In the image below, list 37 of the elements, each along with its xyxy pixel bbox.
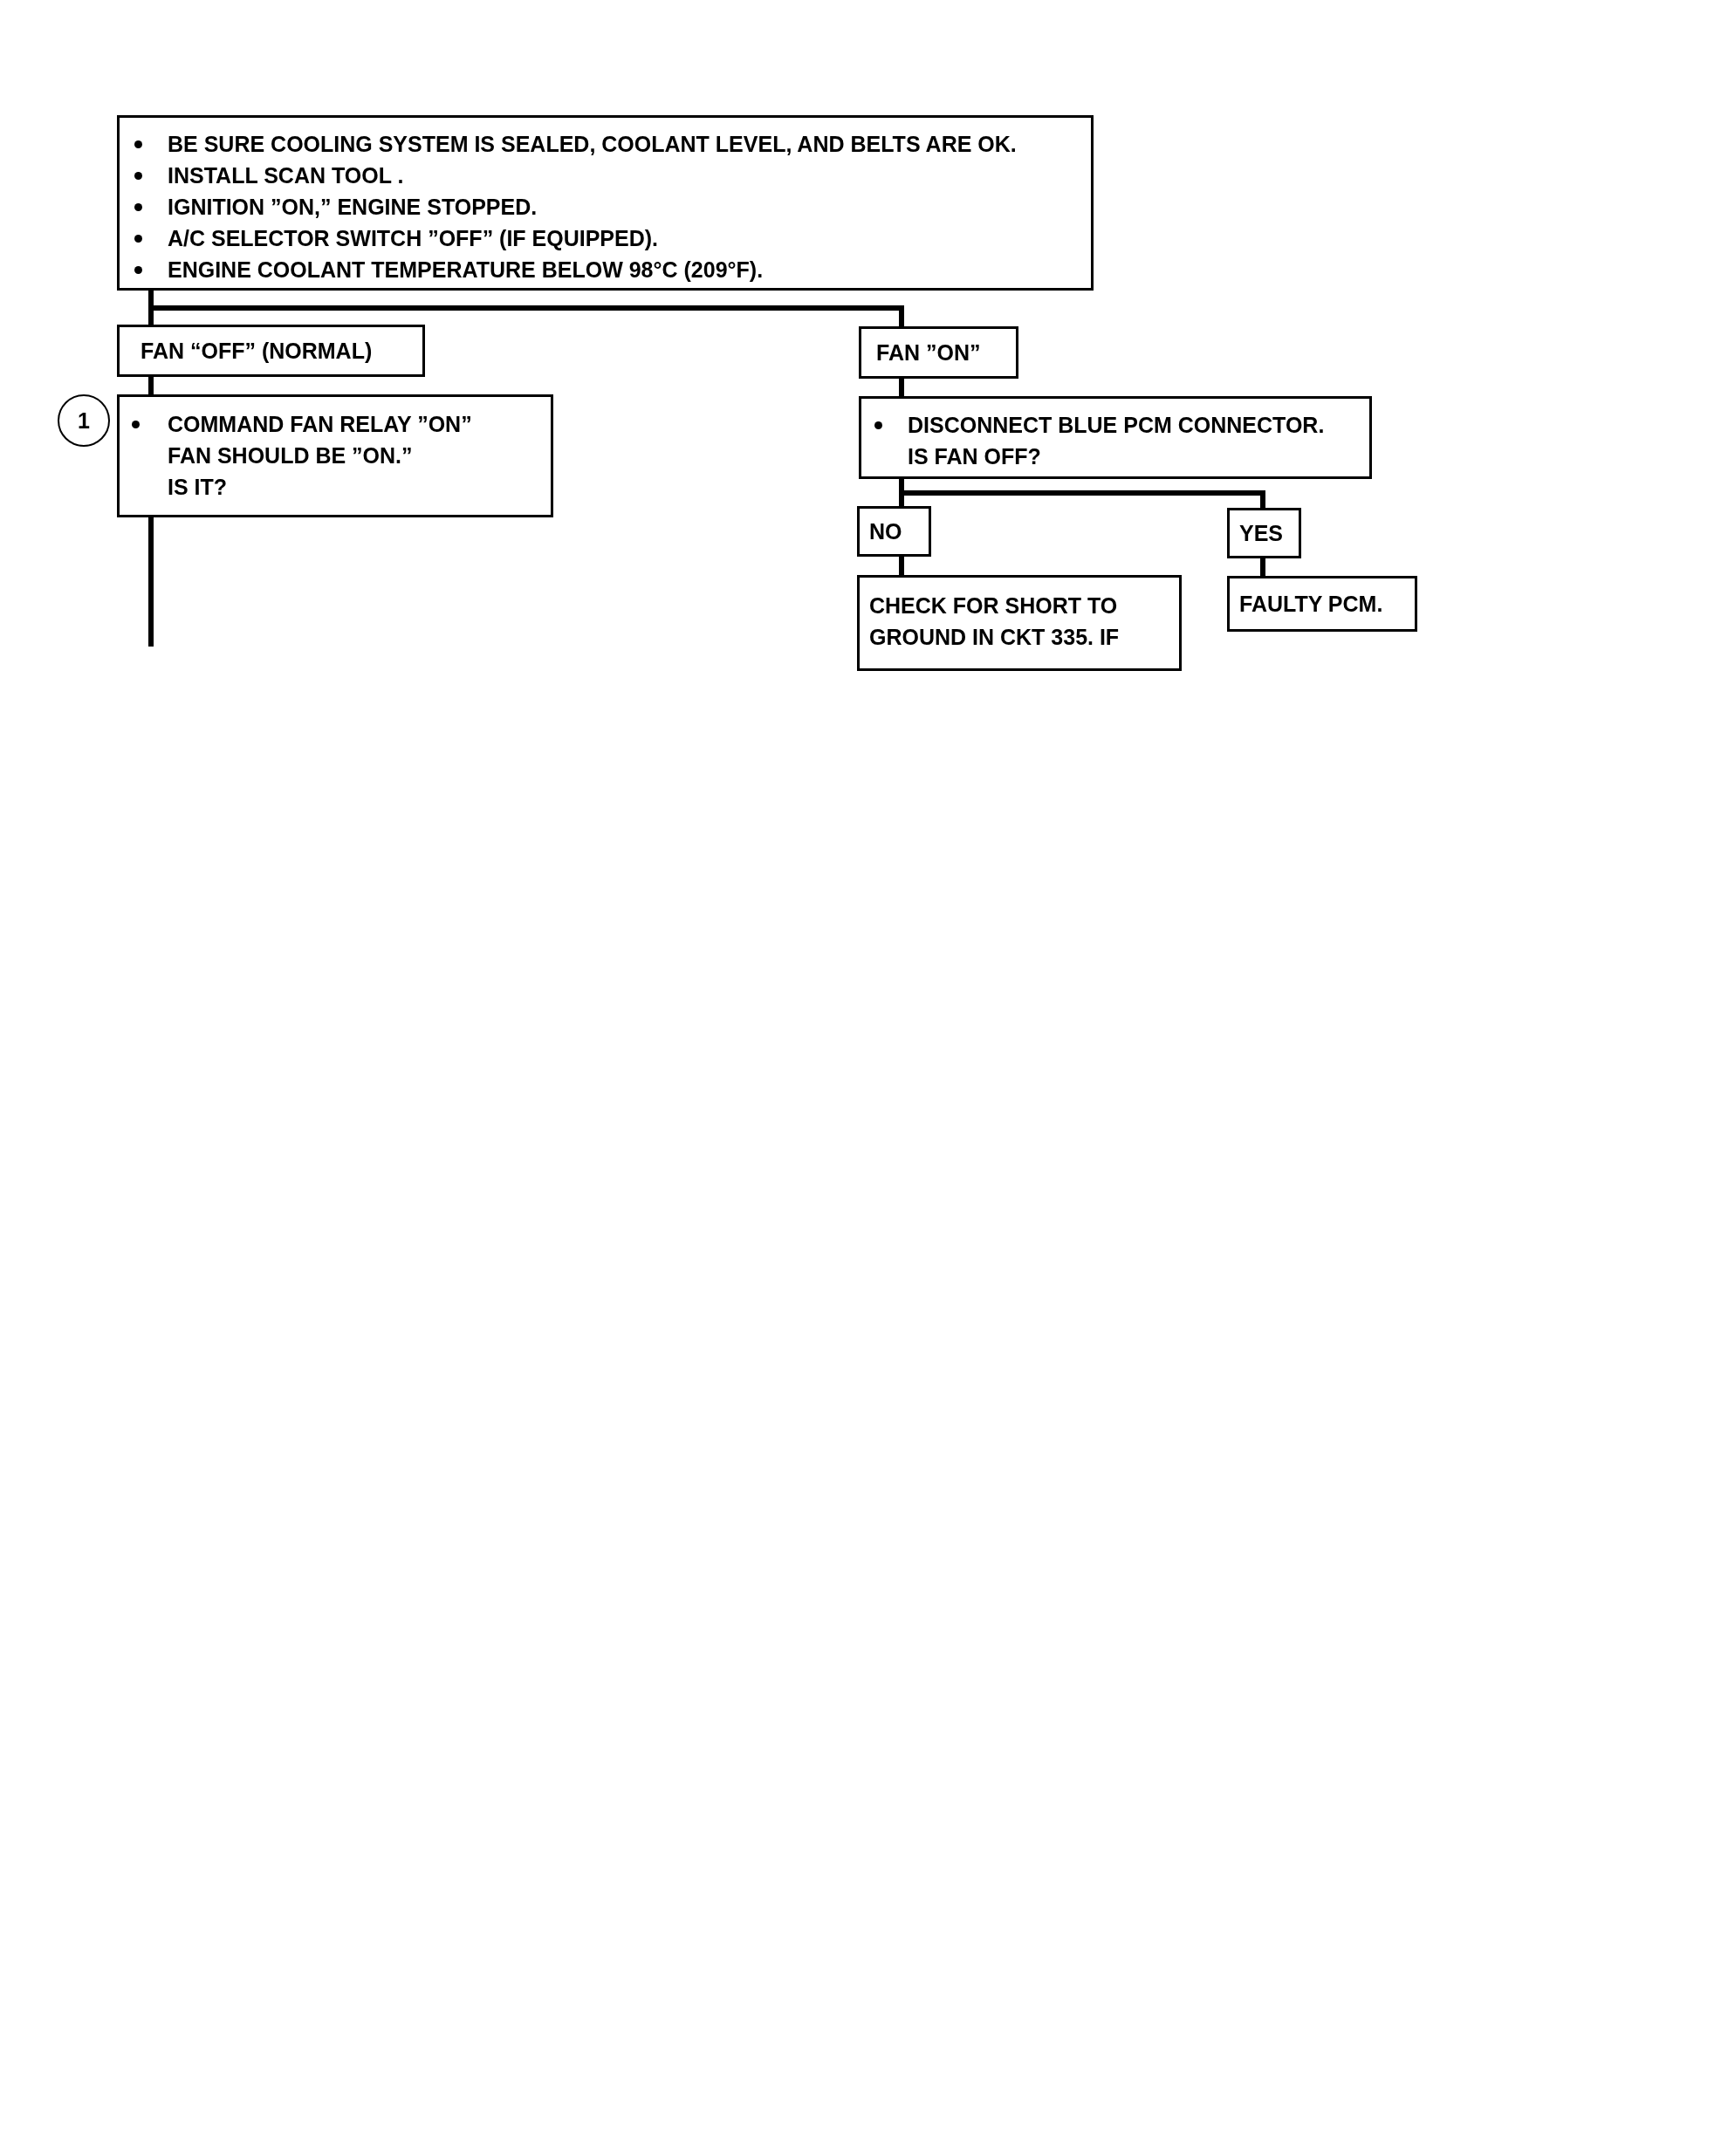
instruction-text: IS IT? [168,474,228,501]
connector-line [899,379,904,396]
branch-box [859,326,1018,379]
outcome-label: YES [1239,520,1284,547]
result-text: FAULTY PCM. [1239,591,1383,618]
checklist-item: BE SURE COOLING SYSTEM IS SEALED, COOLANT LEVEL, AND BELTS ARE OK. [168,131,1017,158]
checklist-box [117,115,1094,291]
checklist-item: ENGINE COOLANT TEMPERATURE BELOW 98°C (209°F). [168,257,764,284]
connector-line [148,517,154,647]
result-box [1227,576,1417,632]
connector-line [899,493,904,506]
step-box [117,394,553,517]
connector-line [148,291,154,308]
instruction-text: DISCONNECT BLUE PCM CONNECTOR. [908,412,1325,439]
connector-line [899,479,904,493]
checklist-item: IGNITION ”ON,” ENGINE STOPPED. [168,194,538,221]
checklist-item: INSTALL SCAN TOOL . [168,162,404,189]
checklist-item: A/C SELECTOR SWITCH ”OFF” (IF EQUIPPED). [168,225,659,252]
branch-box [117,325,425,377]
instruction-text: FAN SHOULD BE ”ON.” [168,442,413,469]
branch-label: FAN “OFF” (NORMAL) [141,338,373,365]
connector-line [148,308,154,325]
instruction-text: IS FAN OFF? [908,443,1041,470]
connector-line [899,557,904,575]
outcome-label: NO [869,518,902,545]
connector-line [151,305,904,326]
step-box [859,396,1372,479]
outcome-box [857,506,931,557]
result-text: CHECK FOR SHORT TO GROUND IN CKT 335. IF [869,592,1121,651]
branch-label: FAN ”ON” [876,339,981,366]
outcome-box [1227,508,1301,558]
step-number: 1 [78,407,90,435]
connector-line [1260,558,1265,576]
connector-line [902,490,1265,508]
connector-line [148,377,154,394]
result-box [857,575,1182,671]
instruction-text: COMMAND FAN RELAY ”ON” [168,411,472,438]
